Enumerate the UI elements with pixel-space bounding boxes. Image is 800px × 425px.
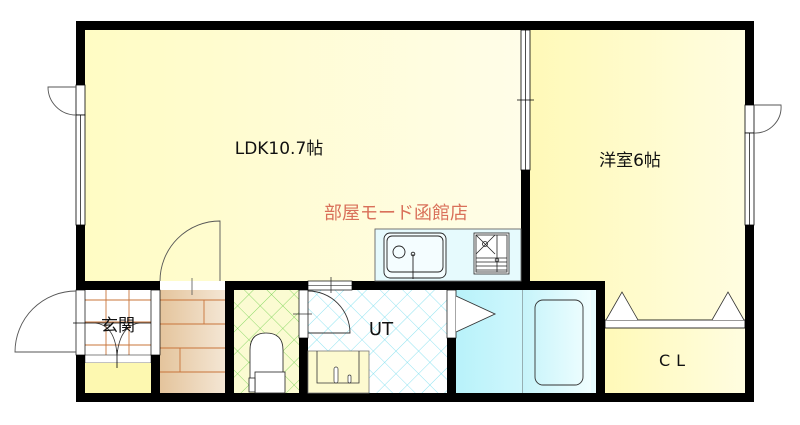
walls [76,21,754,402]
entrance-step [84,354,152,364]
room-label-ldk: LDK10.7帖 [235,139,324,159]
room-label-western: 洋室6帖 [599,151,661,171]
entrance-tile-floor [85,290,151,355]
window-western-east [744,104,782,226]
stove-icon [473,232,510,275]
door-utility[interactable] [307,277,353,334]
kitchen-sink-icon [383,232,447,279]
sliding-door-ldk-western[interactable] [517,29,534,171]
closet-doors[interactable] [604,291,746,329]
window-ldk-west [47,84,86,226]
western-room-floor [530,30,745,320]
washbasin-icon [307,350,370,394]
entrance-tile-grid [85,290,151,355]
toilet-bowl-icon [248,332,286,394]
room-label-utility: UT [369,319,394,340]
room-label-entrance: 玄関 [101,316,135,336]
closet-floor [605,327,745,393]
door-toilet[interactable] [293,289,312,339]
hallway-floor [160,290,225,393]
room-label-closet: CL [659,351,691,370]
front-door[interactable] [14,289,161,368]
door-bathroom[interactable] [446,289,497,339]
bathtub-icon [522,290,591,393]
door-hallway-ldk[interactable] [159,220,221,295]
watermark-text: 部屋モード函館店 [324,203,468,224]
hallway-threshold [160,282,225,290]
wood-plank-lines [160,299,225,373]
entrance-shoe-area [85,363,151,393]
